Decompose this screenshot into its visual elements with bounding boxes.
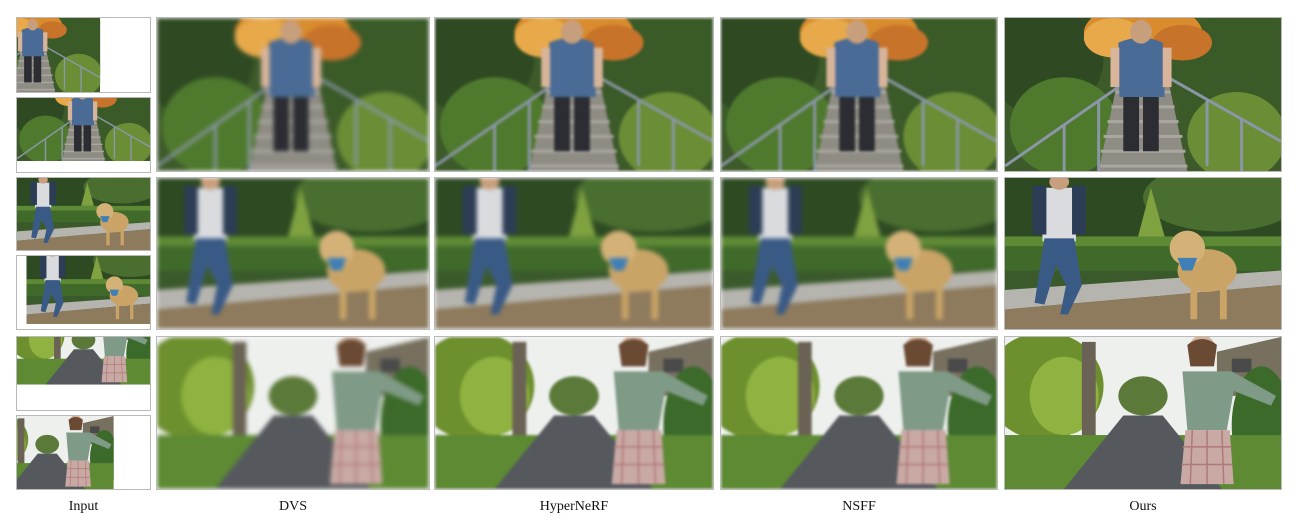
input-girl-frame-1 (16, 336, 151, 411)
hypernerf-dog (434, 177, 714, 330)
input-dog-frame-2 (16, 255, 151, 330)
dvs-dog (156, 177, 430, 330)
input-girl-frame-2 (16, 415, 151, 490)
nsff-dog (720, 177, 998, 330)
hypernerf-girl (434, 336, 714, 490)
nsff-girl (720, 336, 998, 490)
dvs-stairs (156, 17, 430, 172)
ours-dog (1004, 177, 1282, 330)
dvs-girl (156, 336, 430, 490)
ours-stairs (1004, 17, 1282, 172)
column-label-input: Input (68, 499, 99, 514)
input-stairs-frame-1 (16, 17, 151, 93)
column-label-ours: Ours (1129, 499, 1157, 514)
ours-girl (1004, 336, 1282, 490)
input-stairs-frame-2 (16, 97, 151, 173)
input-dog-frame-1 (16, 177, 151, 251)
hypernerf-stairs (434, 17, 714, 172)
nsff-stairs (720, 17, 998, 172)
column-label-dvs: DVS (278, 499, 307, 514)
column-label-nsff: NSFF (842, 499, 876, 514)
column-label-hypernerf: HyperNeRF (539, 499, 609, 514)
